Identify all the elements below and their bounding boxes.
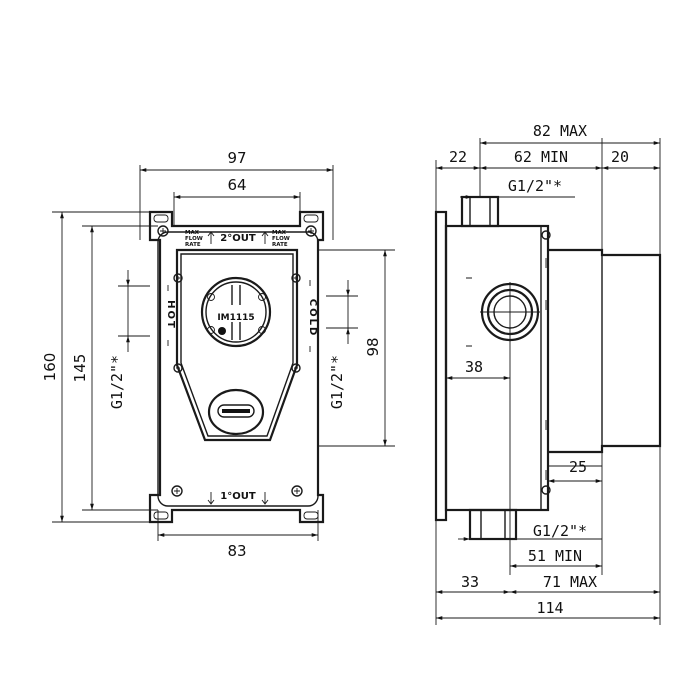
thread-right: G1/2"*: [328, 355, 346, 409]
side-port: [480, 282, 540, 342]
svg-text:MAX: MAX: [272, 230, 287, 236]
dim-51-min: 51 MIN: [528, 547, 582, 565]
dim-62-min: 62 MIN: [514, 148, 568, 166]
thread-left: G1/2"*: [108, 355, 126, 409]
dim-22: 22: [449, 148, 467, 166]
front-view: IM1115 MAX FLOW RATE MAX FLOW RATE 2°OUT…: [41, 149, 395, 560]
hot-label: HOT: [165, 300, 176, 330]
svg-text:RATE: RATE: [185, 242, 201, 248]
max-flow-right: MAX FLOW RATE: [272, 230, 290, 248]
side-flange: [434, 210, 448, 522]
dim-64: 64: [227, 176, 246, 194]
out1-label: 1°OUT: [220, 491, 256, 502]
dim-97: 97: [227, 149, 246, 167]
svg-text:FLOW: FLOW: [185, 236, 203, 242]
svg-text:MAX: MAX: [185, 230, 200, 236]
out2-label: 2°OUT: [220, 233, 256, 244]
svg-text:FLOW: FLOW: [272, 236, 290, 242]
bottom-connection: [468, 508, 518, 541]
side-box: [444, 224, 550, 512]
dim-160: 160: [41, 353, 59, 382]
side-view: 82 MAX 22 62 MIN 20 G1/2"* 38 25 G1/2"* …: [434, 122, 662, 625]
dim-71-max: 71 MAX: [543, 573, 597, 591]
side-cover: [548, 248, 662, 454]
dim-83: 83: [227, 542, 246, 560]
dim-38: 38: [465, 358, 483, 376]
dim-145: 145: [71, 354, 89, 383]
thread-top: G1/2"*: [508, 177, 562, 195]
cartridge-body: [175, 248, 299, 442]
flow-knob: [207, 388, 265, 436]
cold-label: COLD: [307, 299, 318, 338]
thread-bottom: G1/2"*: [533, 522, 587, 540]
dim-25: 25: [569, 458, 587, 476]
top-connection: [460, 195, 500, 228]
dim-20: 20: [611, 148, 629, 166]
model-code: IM1115: [217, 313, 254, 323]
screw-icon: [157, 225, 317, 497]
dim-82-max: 82 MAX: [533, 122, 587, 140]
dim-114: 114: [536, 599, 563, 617]
diverter-knob: IM1115: [200, 276, 272, 348]
svg-text:RATE: RATE: [272, 242, 288, 248]
max-flow-left: MAX FLOW RATE: [185, 230, 203, 248]
dim-98: 98: [364, 337, 382, 356]
dim-33: 33: [461, 573, 479, 591]
